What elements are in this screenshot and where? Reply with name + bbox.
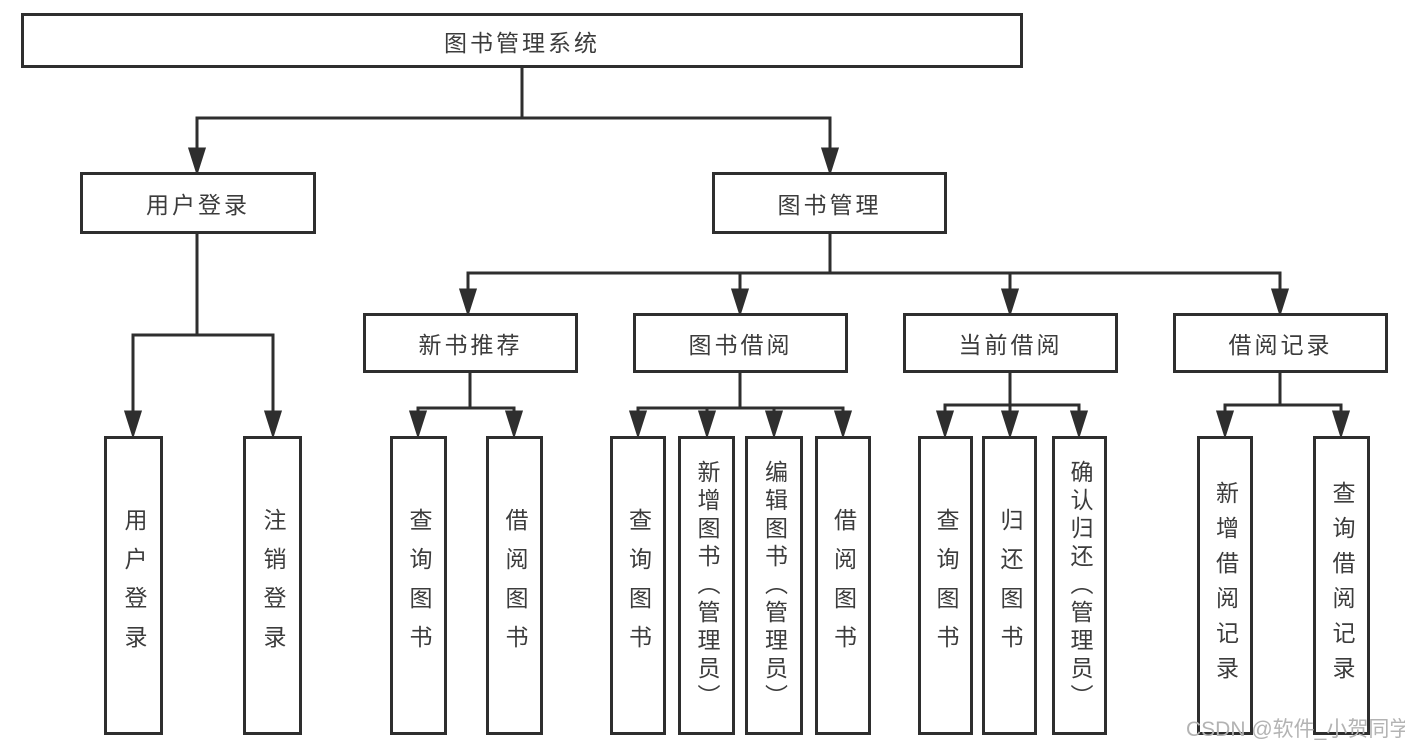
leaf-label: 编辑图书（管理员） [761, 459, 788, 712]
node-user-login: 用户登录 [80, 172, 316, 234]
leaf-query-book-borrow: 查询图书 [610, 436, 666, 735]
node-new-book-recommend: 新书推荐 [363, 313, 578, 373]
leaf-confirm-return-admin: 确认归还（管理员） [1052, 436, 1107, 735]
leaf-label: 借阅图书 [830, 507, 857, 664]
leaf-edit-book-admin: 编辑图书（管理员） [745, 436, 803, 735]
leaf-label: 查询图书 [625, 507, 652, 664]
leaf-user-login: 用户登录 [104, 436, 163, 735]
node-label: 借阅记录 [1228, 332, 1333, 358]
leaf-query-borrow-record: 查询借阅记录 [1313, 436, 1370, 735]
leaf-label: 借阅图书 [502, 507, 528, 664]
leaf-label: 查询图书 [933, 507, 959, 664]
node-label: 图书管理系统 [444, 29, 600, 56]
leaf-return-book: 归还图书 [982, 436, 1037, 735]
leaf-borrow-book-recommend: 借阅图书 [486, 436, 543, 735]
node-label: 新书推荐 [418, 332, 523, 358]
leaf-borrow-book: 借阅图书 [815, 436, 871, 735]
leaf-label: 归还图书 [997, 507, 1023, 664]
node-system-root: 图书管理系统 [21, 13, 1023, 68]
leaf-label: 用户登录 [121, 507, 147, 664]
leaf-logout: 注销登录 [243, 436, 302, 735]
csdn-watermark: CSDN @软件_小贺同学 [1186, 718, 1405, 741]
leaf-label: 新增图书（管理员） [694, 459, 720, 712]
leaf-label: 注销登录 [260, 507, 286, 664]
leaf-query-book-current: 查询图书 [918, 436, 973, 735]
node-label: 图书借阅 [688, 332, 793, 358]
leaf-add-book-admin: 新增图书（管理员） [678, 436, 735, 735]
node-borrow-record: 借阅记录 [1173, 313, 1388, 373]
node-book-borrow: 图书借阅 [633, 313, 848, 373]
node-label: 图书管理 [777, 192, 882, 218]
node-book-management: 图书管理 [712, 172, 947, 234]
leaf-add-borrow-record: 新增借阅记录 [1197, 436, 1253, 735]
node-label: 用户登录 [146, 192, 250, 218]
node-current-borrow: 当前借阅 [903, 313, 1118, 373]
leaf-query-book-recommend: 查询图书 [390, 436, 447, 735]
leaf-label: 查询图书 [406, 507, 432, 664]
leaf-label: 确认归还（管理员） [1067, 459, 1093, 712]
leaf-label: 新增借阅记录 [1212, 480, 1239, 691]
leaf-label: 查询借阅记录 [1329, 480, 1355, 691]
node-label: 当前借阅 [958, 332, 1063, 358]
